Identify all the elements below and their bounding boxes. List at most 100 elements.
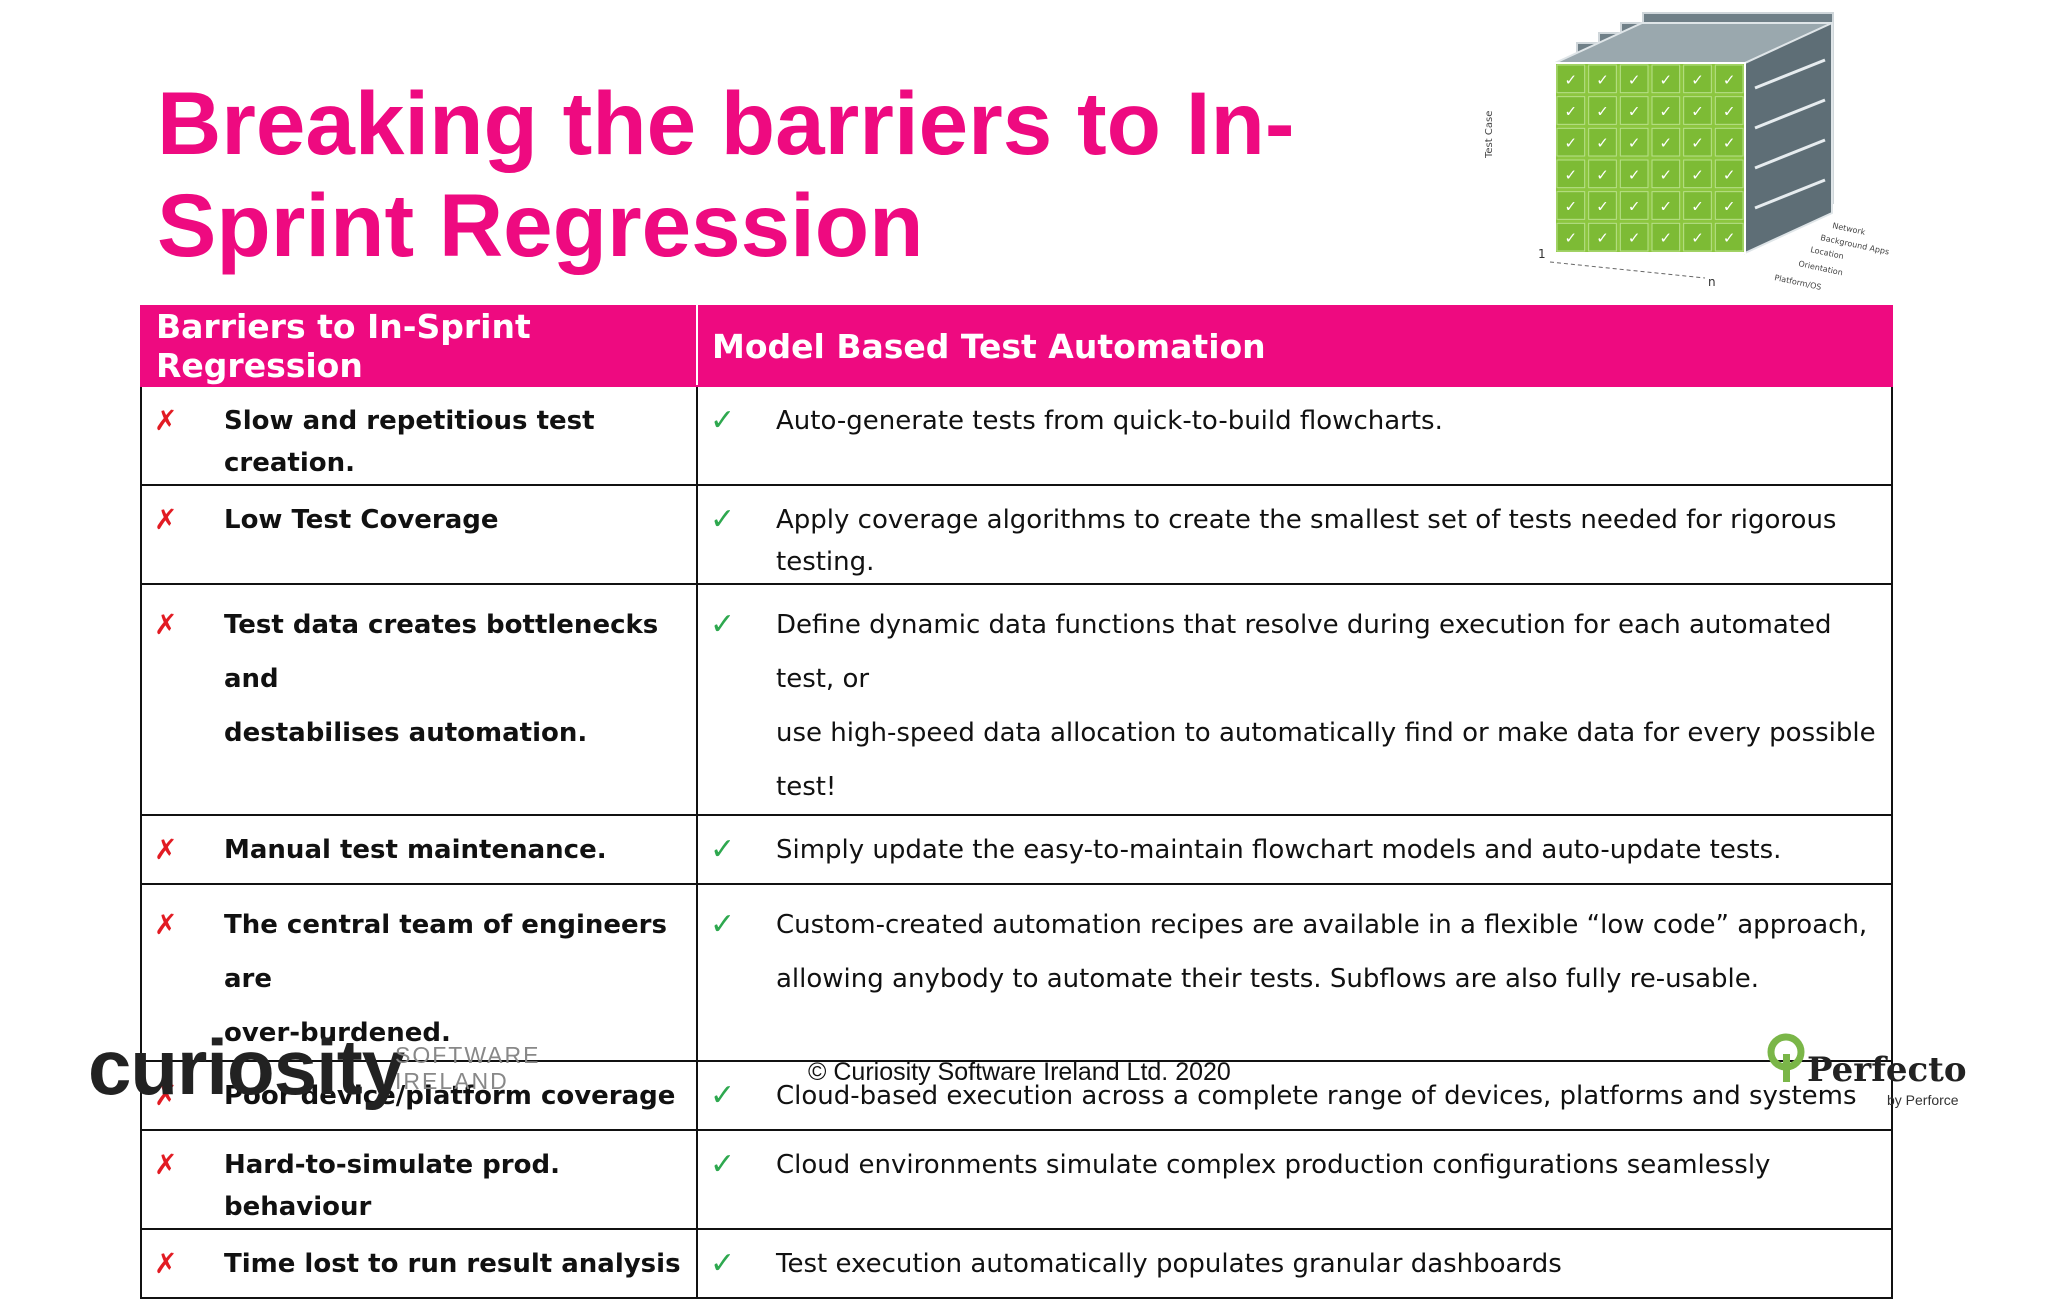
page-title: Breaking the barriers to In- Sprint Regr… (157, 72, 1417, 276)
cube-arrow (1754, 178, 1826, 210)
curiosity-subtext: SOFTWARE IRELAND (395, 1042, 540, 1094)
barrier-cell: ✗Manual test maintenance. (140, 814, 698, 885)
cube-cell (1683, 222, 1712, 252)
cube-dimension-label: Network (1832, 221, 1867, 237)
cube-cell (1714, 127, 1744, 157)
title-line-2: Sprint Regression (157, 175, 924, 275)
cube-check: ✓ (1596, 198, 1609, 216)
cube-cell (1683, 159, 1712, 189)
table-row: ✗ Hard-to-simulate prod. behaviour ✓ Cloud … (140, 1129, 1893, 1230)
cube-cell (1556, 64, 1586, 94)
solution-text: Cloud environments simulate complex prod… (768, 1144, 1784, 1186)
solution-text: Cloud-based execution across a complete … (768, 1075, 1871, 1117)
cube-check: ✓ (1596, 71, 1609, 89)
cube-check: ✓ (1596, 229, 1609, 247)
barrier-cell: ✗Time lost to run result analysis (140, 1228, 698, 1299)
solution-line: Apply coverage algorithms to create the … (776, 505, 1837, 577)
cube-check: ✓ (1596, 166, 1609, 184)
cube-check: ✓ (1691, 71, 1704, 89)
solution-line: use high-speed data allocation to automa… (776, 718, 1876, 802)
cube-cell (1683, 64, 1712, 94)
cross-icon: ✗ (154, 1247, 178, 1280)
cube-cell (1714, 222, 1744, 252)
cube-check: ✓ (1723, 71, 1736, 89)
cube-check: ✓ (1628, 103, 1641, 121)
solution-cell: ✓ Simply update the easy-to-maintain flow… (696, 814, 1893, 885)
barrier-line: Test data creates bottlenecks and (224, 610, 659, 694)
copyright-text: © Curiosity Software Ireland Ltd. 2020 (808, 1058, 1231, 1086)
barrier-line: Slow and repetitious test creation. (224, 406, 595, 478)
cube-check: ✓ (1660, 198, 1673, 216)
cube-check: ✓ (1565, 134, 1578, 152)
solution-cell: ✓Apply coverage algorithms to create the… (696, 484, 1893, 585)
cube-cell (1714, 191, 1744, 220)
cube-x-axis (1549, 261, 1706, 279)
cube-arrow (1754, 138, 1826, 170)
cube-y-label: Test Case (1484, 111, 1495, 159)
cube-cell (1651, 191, 1681, 220)
cube-check: ✓ (1691, 166, 1704, 184)
cube-check: ✓ (1691, 198, 1704, 216)
cube-check: ✓ (1628, 198, 1641, 216)
cube-check: ✓ (1565, 166, 1578, 184)
cube-check: ✓ (1660, 166, 1673, 184)
solution-line: allowing anybody to automate their tests… (776, 964, 1760, 994)
cube-cell (1588, 159, 1617, 189)
solution-line: Simply update the easy-to-maintain flowc… (776, 835, 1782, 865)
barrier-line: Hard-to-simulate prod. behaviour (224, 1150, 560, 1222)
cube-check: ✓ (1723, 229, 1736, 247)
cube-check: ✓ (1691, 229, 1704, 247)
cube-dimension-label: Location (1810, 245, 1845, 261)
cube-cell (1619, 127, 1649, 157)
cube-cell (1619, 96, 1649, 125)
table-row: ✗Poor device/platform coverage✓Cloud-bas… (140, 1060, 1893, 1131)
header-solutions: Model Based Test Automation (696, 305, 1893, 387)
cube-cell (1714, 64, 1744, 94)
cube-check: ✓ (1660, 134, 1673, 152)
check-icon: ✓ (710, 832, 736, 867)
cube-x-start: 1 (1538, 247, 1546, 261)
cube-check: ✓ (1723, 134, 1736, 152)
solution-cell: ✓Define dynamic data functions that reso… (696, 583, 1893, 816)
cube-side-face (1744, 21, 1833, 255)
solution-text: Custom-created automation recipes are av… (768, 898, 1881, 1006)
curiosity-sub-ireland: IRELAND (395, 1068, 509, 1094)
solution-cell: ✓ Cloud environments simulate complex pro… (696, 1129, 1893, 1230)
cube-check: ✓ (1628, 229, 1641, 247)
cube-cell (1556, 96, 1586, 125)
cube-check: ✓ (1596, 103, 1609, 121)
cube-cell (1588, 222, 1617, 252)
barrier-cell: ✗Slow and repetitious test creation. (140, 385, 698, 486)
cube-check: ✓ (1660, 71, 1673, 89)
cross-icon: ✗ (154, 1148, 178, 1181)
solution-line: Auto-generate tests from quick-to-build … (776, 406, 1443, 436)
cube-x-end: n (1708, 275, 1716, 289)
cube-cell (1619, 222, 1649, 252)
check-icon: ✓ (710, 403, 736, 438)
table-row: ✗Low Test Coverage✓Apply coverage algori… (140, 484, 1893, 585)
cube-cell (1683, 191, 1712, 220)
solution-line: Test execution automatically populates g… (776, 1249, 1562, 1279)
cube-check: ✓ (1596, 134, 1609, 152)
solution-text: Test execution automatically populates g… (768, 1243, 1576, 1285)
check-icon: ✓ (710, 1147, 736, 1182)
cube-check: ✓ (1660, 229, 1673, 247)
check-icon: ✓ (710, 907, 736, 942)
cube-arrow (1754, 98, 1826, 130)
cube-cell (1556, 127, 1586, 157)
barrier-text: Poor device/platform coverage (212, 1075, 675, 1117)
perfecto-byline: by Perforce (1887, 1092, 1959, 1108)
title-line-1: Breaking the barriers to In- (157, 73, 1295, 173)
curiosity-sub-software: SOFTWARE (395, 1042, 541, 1068)
cube-cell (1651, 159, 1681, 189)
cube-cell (1619, 64, 1649, 94)
barrier-cell: ✗Poor device/platform coverage (140, 1060, 698, 1131)
cube-cell (1714, 96, 1744, 125)
barrier-text: Manual test maintenance. (212, 829, 607, 871)
perfecto-wordmark: Perfecto (1807, 1050, 1967, 1090)
cube-cell (1588, 127, 1617, 157)
barrier-cell: ✗ Hard-to-simulate prod. behaviour (140, 1129, 698, 1230)
cube-cell (1683, 127, 1712, 157)
